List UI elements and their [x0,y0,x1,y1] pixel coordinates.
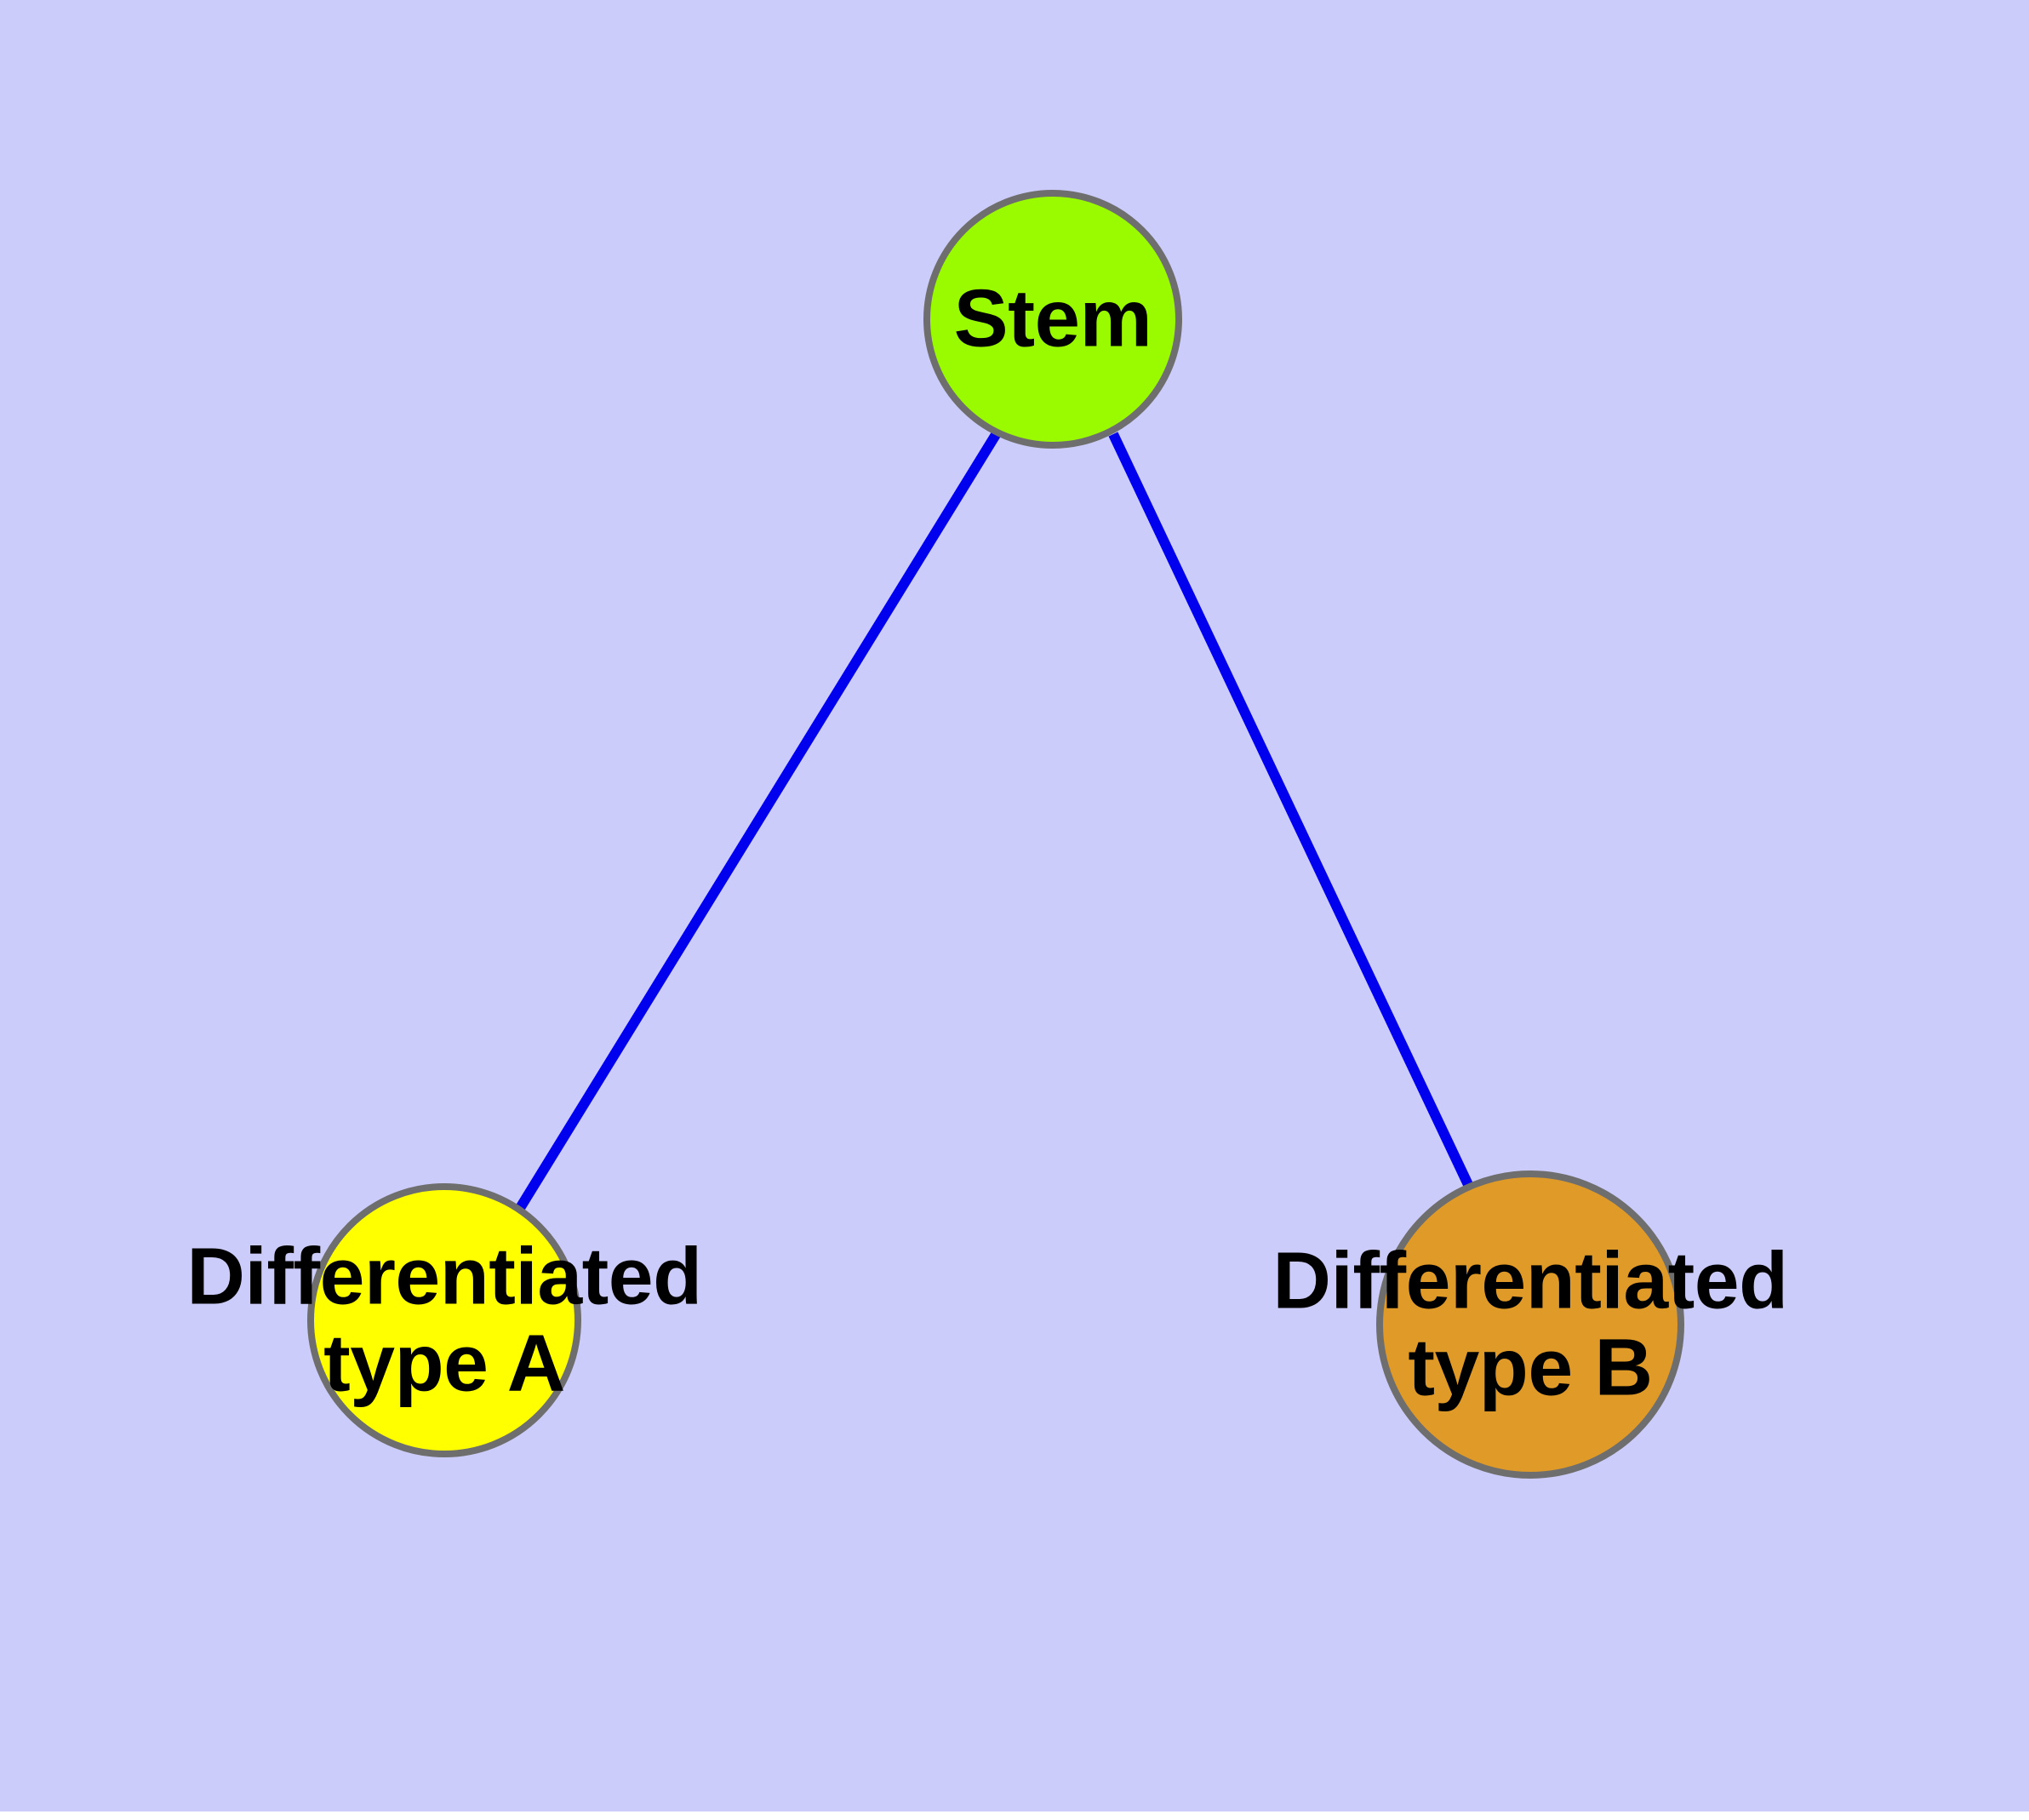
edge-stem-to-diff-b[interactable] [1108,432,1476,1193]
edge-group [506,430,1476,1227]
node-differentiated-type-b[interactable] [1376,1170,1684,1479]
edge-stem-to-diff-a[interactable] [506,430,1002,1227]
node-stem[interactable] [923,190,1182,449]
node-group [307,190,1684,1479]
node-differentiated-type-a[interactable] [307,1183,581,1457]
